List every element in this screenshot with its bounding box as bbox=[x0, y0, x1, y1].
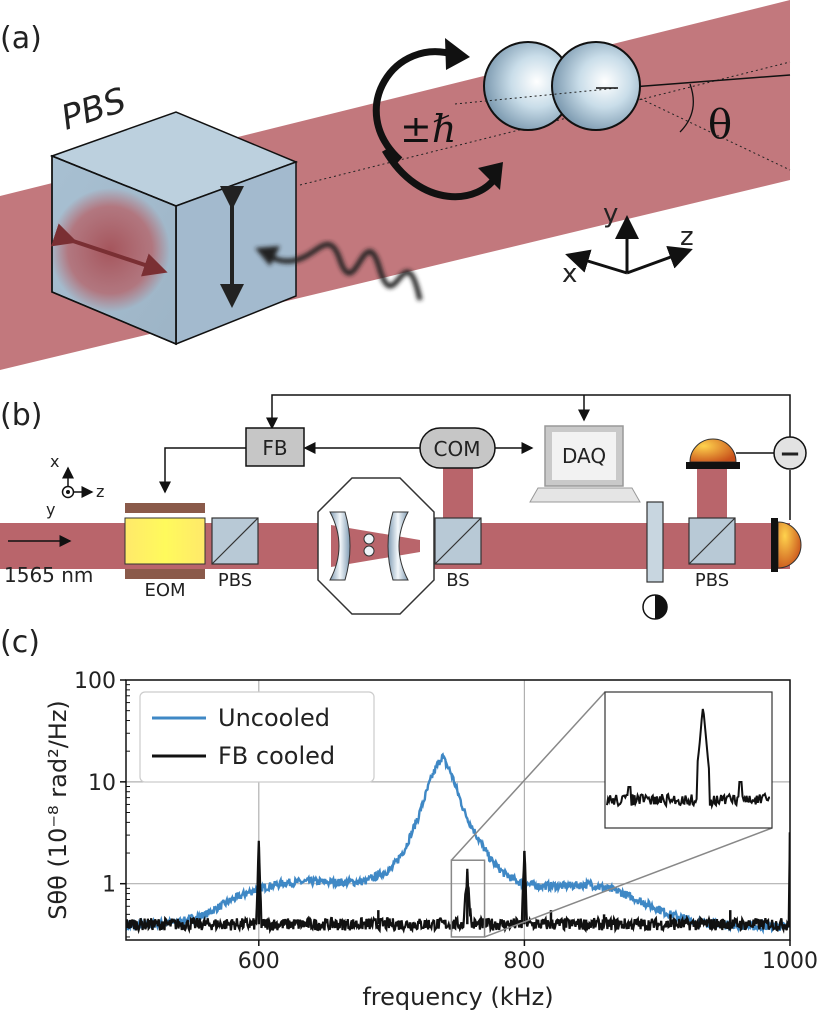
horizontal-polarization-arrow bbox=[51, 223, 168, 277]
pbs1-label: PBS bbox=[218, 570, 252, 591]
hbar-label: ±ℏ bbox=[400, 107, 456, 151]
axes-triad-b: x z y bbox=[46, 452, 104, 519]
com-label: COM bbox=[434, 437, 481, 461]
fb-box bbox=[245, 427, 305, 467]
legend-box bbox=[139, 691, 375, 783]
bs-label: BS bbox=[446, 570, 469, 591]
panel-b: (b) FB COM DAQ EOM bbox=[0, 394, 807, 620]
feedback-wire bbox=[266, 394, 791, 464]
axis-x-label: x bbox=[562, 259, 577, 289]
beam-axis bbox=[299, 61, 791, 186]
pbs2-label: PBS bbox=[695, 570, 729, 591]
subtractor-symbol: − bbox=[779, 439, 801, 469]
particle-top bbox=[363, 533, 375, 545]
eom-label: EOM bbox=[144, 580, 185, 601]
zoom-connector-bottom bbox=[484, 827, 773, 938]
daq-computer-icon: DAQ bbox=[529, 425, 641, 503]
theta-label: θ bbox=[708, 102, 732, 148]
panel-c-label: (c) bbox=[0, 625, 40, 660]
series-line-fb-cooled bbox=[126, 832, 790, 935]
axis-b-z-label: z bbox=[96, 482, 104, 501]
beam-to-detector bbox=[697, 466, 727, 524]
half-wave-plate-icon bbox=[642, 594, 668, 620]
panel-b-label: (b) bbox=[0, 398, 42, 433]
lens-left bbox=[329, 511, 351, 581]
zoom-connector-top bbox=[450, 691, 606, 861]
lens-right bbox=[387, 511, 409, 581]
zoom-region bbox=[450, 859, 486, 938]
axis-b-y-label: y bbox=[46, 500, 55, 519]
axis-b-x-label: x bbox=[50, 452, 59, 471]
sphere-right bbox=[551, 41, 641, 131]
x-axis-label: frequency (kHz) bbox=[362, 983, 553, 1011]
panel-a: (a) θ PBS ±ℏ bbox=[0, 0, 791, 370]
x-tick-label-800: 800 bbox=[503, 949, 545, 974]
rotation-arrow-bottom bbox=[381, 148, 501, 201]
theta-arc bbox=[679, 83, 694, 133]
inset-frame bbox=[604, 691, 773, 829]
wavelength-label: 1565 nm bbox=[4, 563, 93, 587]
x-tick-label-1000: 1000 bbox=[762, 949, 818, 974]
fb-label: FB bbox=[262, 436, 287, 460]
eom-electrode-bottom bbox=[125, 569, 205, 579]
eom-electrode-top bbox=[125, 503, 205, 513]
theta-reference-line bbox=[617, 87, 791, 171]
axis-y-label: y bbox=[603, 199, 618, 229]
beam-spot bbox=[50, 188, 170, 312]
spectrum-chart: 600 800 1000 1 10 100 frequency (kHz) Sθθ (10⁻⁸… bbox=[44, 669, 818, 1011]
y-tick-label-1: 1 bbox=[102, 873, 116, 898]
y-axis-label: Sθθ (10⁻⁸ rad²/Hz) bbox=[44, 700, 72, 920]
particle-bottom bbox=[363, 545, 375, 557]
y-tick-label-10: 10 bbox=[88, 771, 116, 796]
panel-a-label: (a) bbox=[0, 21, 42, 56]
axis-z-label: z bbox=[680, 222, 694, 252]
inset-spectrum-line bbox=[606, 708, 771, 810]
com-box bbox=[419, 427, 496, 469]
detector-top-icon bbox=[686, 438, 740, 469]
axes-triad-a: y z x bbox=[562, 199, 694, 289]
particle-axis-line bbox=[617, 74, 791, 89]
wave-plate bbox=[646, 501, 664, 583]
legend-label-0: Uncooled bbox=[218, 704, 330, 732]
y-tick-label-100: 100 bbox=[74, 669, 116, 694]
panel-c: (c) 600 800 1000 1 10 100 frequency (kHz) Sθθ (… bbox=[0, 625, 818, 1011]
daq-label: DAQ bbox=[562, 444, 606, 468]
legend-label-1: FB cooled bbox=[218, 742, 335, 770]
eom-crystal bbox=[124, 517, 206, 565]
rotation-arrow-top bbox=[372, 48, 457, 163]
x-tick-label-600: 600 bbox=[238, 949, 280, 974]
detector-right-icon bbox=[771, 518, 802, 572]
plot-frame bbox=[125, 679, 791, 941]
photon-wave-icon bbox=[255, 242, 423, 301]
pbs-label: PBS bbox=[56, 80, 131, 138]
beam-to-com bbox=[443, 468, 473, 524]
